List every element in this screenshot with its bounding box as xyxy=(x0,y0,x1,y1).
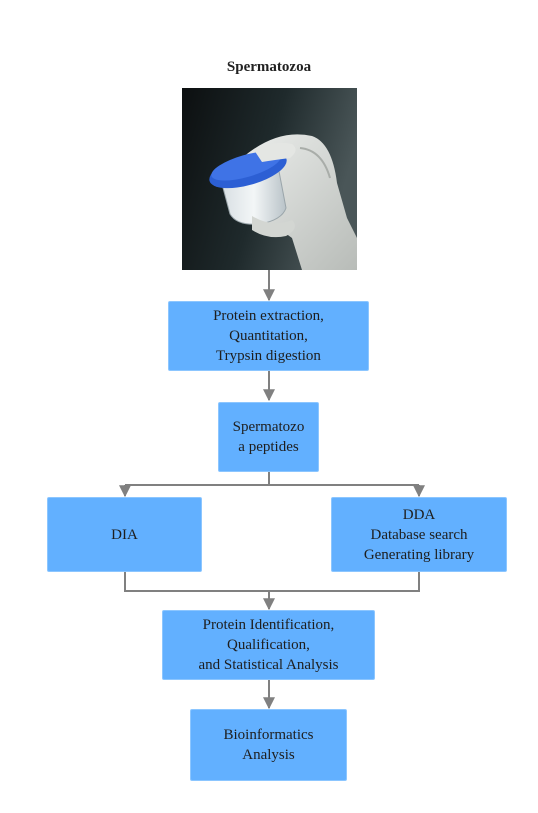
spermatozoa-peptides-step: Spermatozo a peptides xyxy=(218,402,319,472)
bioinformatics-step: Bioinformatics Analysis xyxy=(190,709,347,781)
dda-step: DDA Database search Generating library xyxy=(331,497,507,572)
step-line: Bioinformatics xyxy=(223,727,314,743)
step-line: and Statistical Analysis xyxy=(198,657,339,673)
step-line: DIA xyxy=(111,526,138,543)
step-line: Protein Identification, xyxy=(202,617,335,633)
step-line: a peptides xyxy=(238,439,299,455)
protein-extraction-step: Protein extraction, Quantitation, Trypsi… xyxy=(168,301,369,371)
step-line: Quantitation, xyxy=(229,328,308,344)
split-connector xyxy=(125,472,270,486)
step-line: Database search xyxy=(370,526,468,543)
step-line: Spermatozo xyxy=(232,419,305,435)
merge-connector xyxy=(124,572,420,592)
diagram-title: Spermatozoa xyxy=(226,59,312,75)
dia-step: DIA xyxy=(47,497,202,572)
spermatozoa-sample-photo xyxy=(182,88,357,270)
protein-identification-step: Protein Identification, Qualification, a… xyxy=(162,610,375,680)
step-line: Generating library xyxy=(363,546,475,563)
step-line: Trypsin digestion xyxy=(216,348,321,364)
step-line: Qualification, xyxy=(227,637,310,653)
step-line: Protein extraction, xyxy=(213,308,324,324)
step-line: DDA xyxy=(402,506,436,523)
step-line: Analysis xyxy=(242,747,295,763)
